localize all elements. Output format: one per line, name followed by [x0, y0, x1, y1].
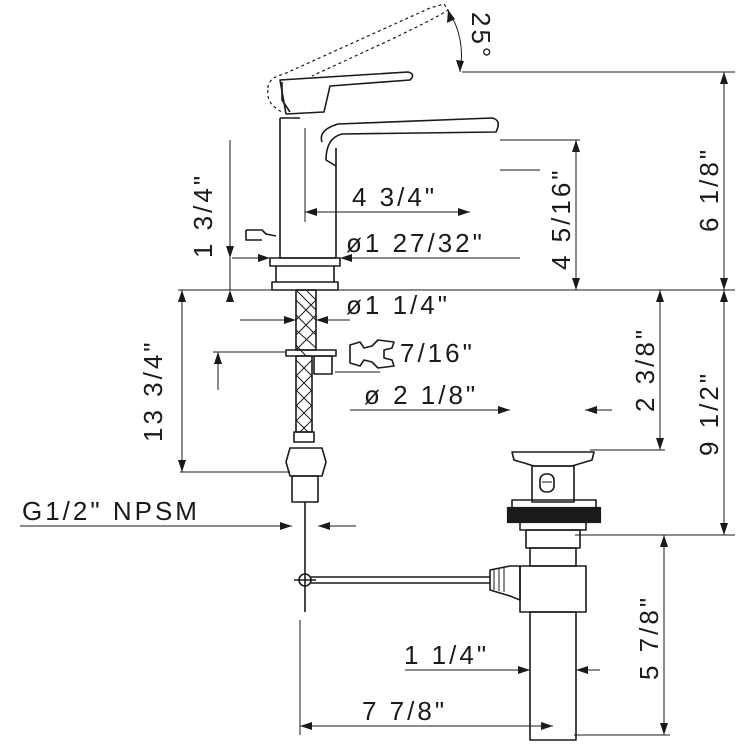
- faucet-body: [245, 3, 500, 291]
- label-tailpiece-length: 5 7/8": [634, 595, 664, 680]
- label-drain-height: 9 1/2": [694, 371, 724, 456]
- label-nut-size: 7/16": [400, 338, 475, 368]
- label-handle-angle: 25°: [466, 12, 496, 60]
- wrench-icon: [349, 339, 395, 369]
- label-base-diameter: ø1 27/32": [346, 228, 485, 258]
- label-connection: G1/2" NPSM: [22, 496, 200, 526]
- label-spout-height: 4 5/16": [546, 167, 576, 270]
- faucet-underside: [285, 289, 490, 612]
- label-spout-reach: 4 3/4": [352, 182, 437, 212]
- label-shank-diameter: ø1 1/4": [346, 290, 450, 320]
- label-hole-diameter: ø 2 1/8": [364, 380, 478, 410]
- dimension-labels: 25° 6 1/8" 4 5/16" 4 3/4" 1 3/4" ø1 27/3…: [22, 12, 724, 726]
- dimension-lines: [20, 9, 728, 735]
- label-tailpiece-diameter: 1 1/4": [404, 640, 489, 670]
- extension-lines: [178, 71, 735, 736]
- label-drain-offset: 7 7/8": [362, 696, 447, 726]
- label-overall-height: 6 1/8": [694, 147, 724, 232]
- label-drain-top: 2 3/8": [630, 327, 660, 412]
- label-below-deck: 13 3/4": [138, 339, 168, 442]
- label-deck-to-handle: 1 3/4": [188, 173, 218, 258]
- drain-assembly: [489, 451, 602, 741]
